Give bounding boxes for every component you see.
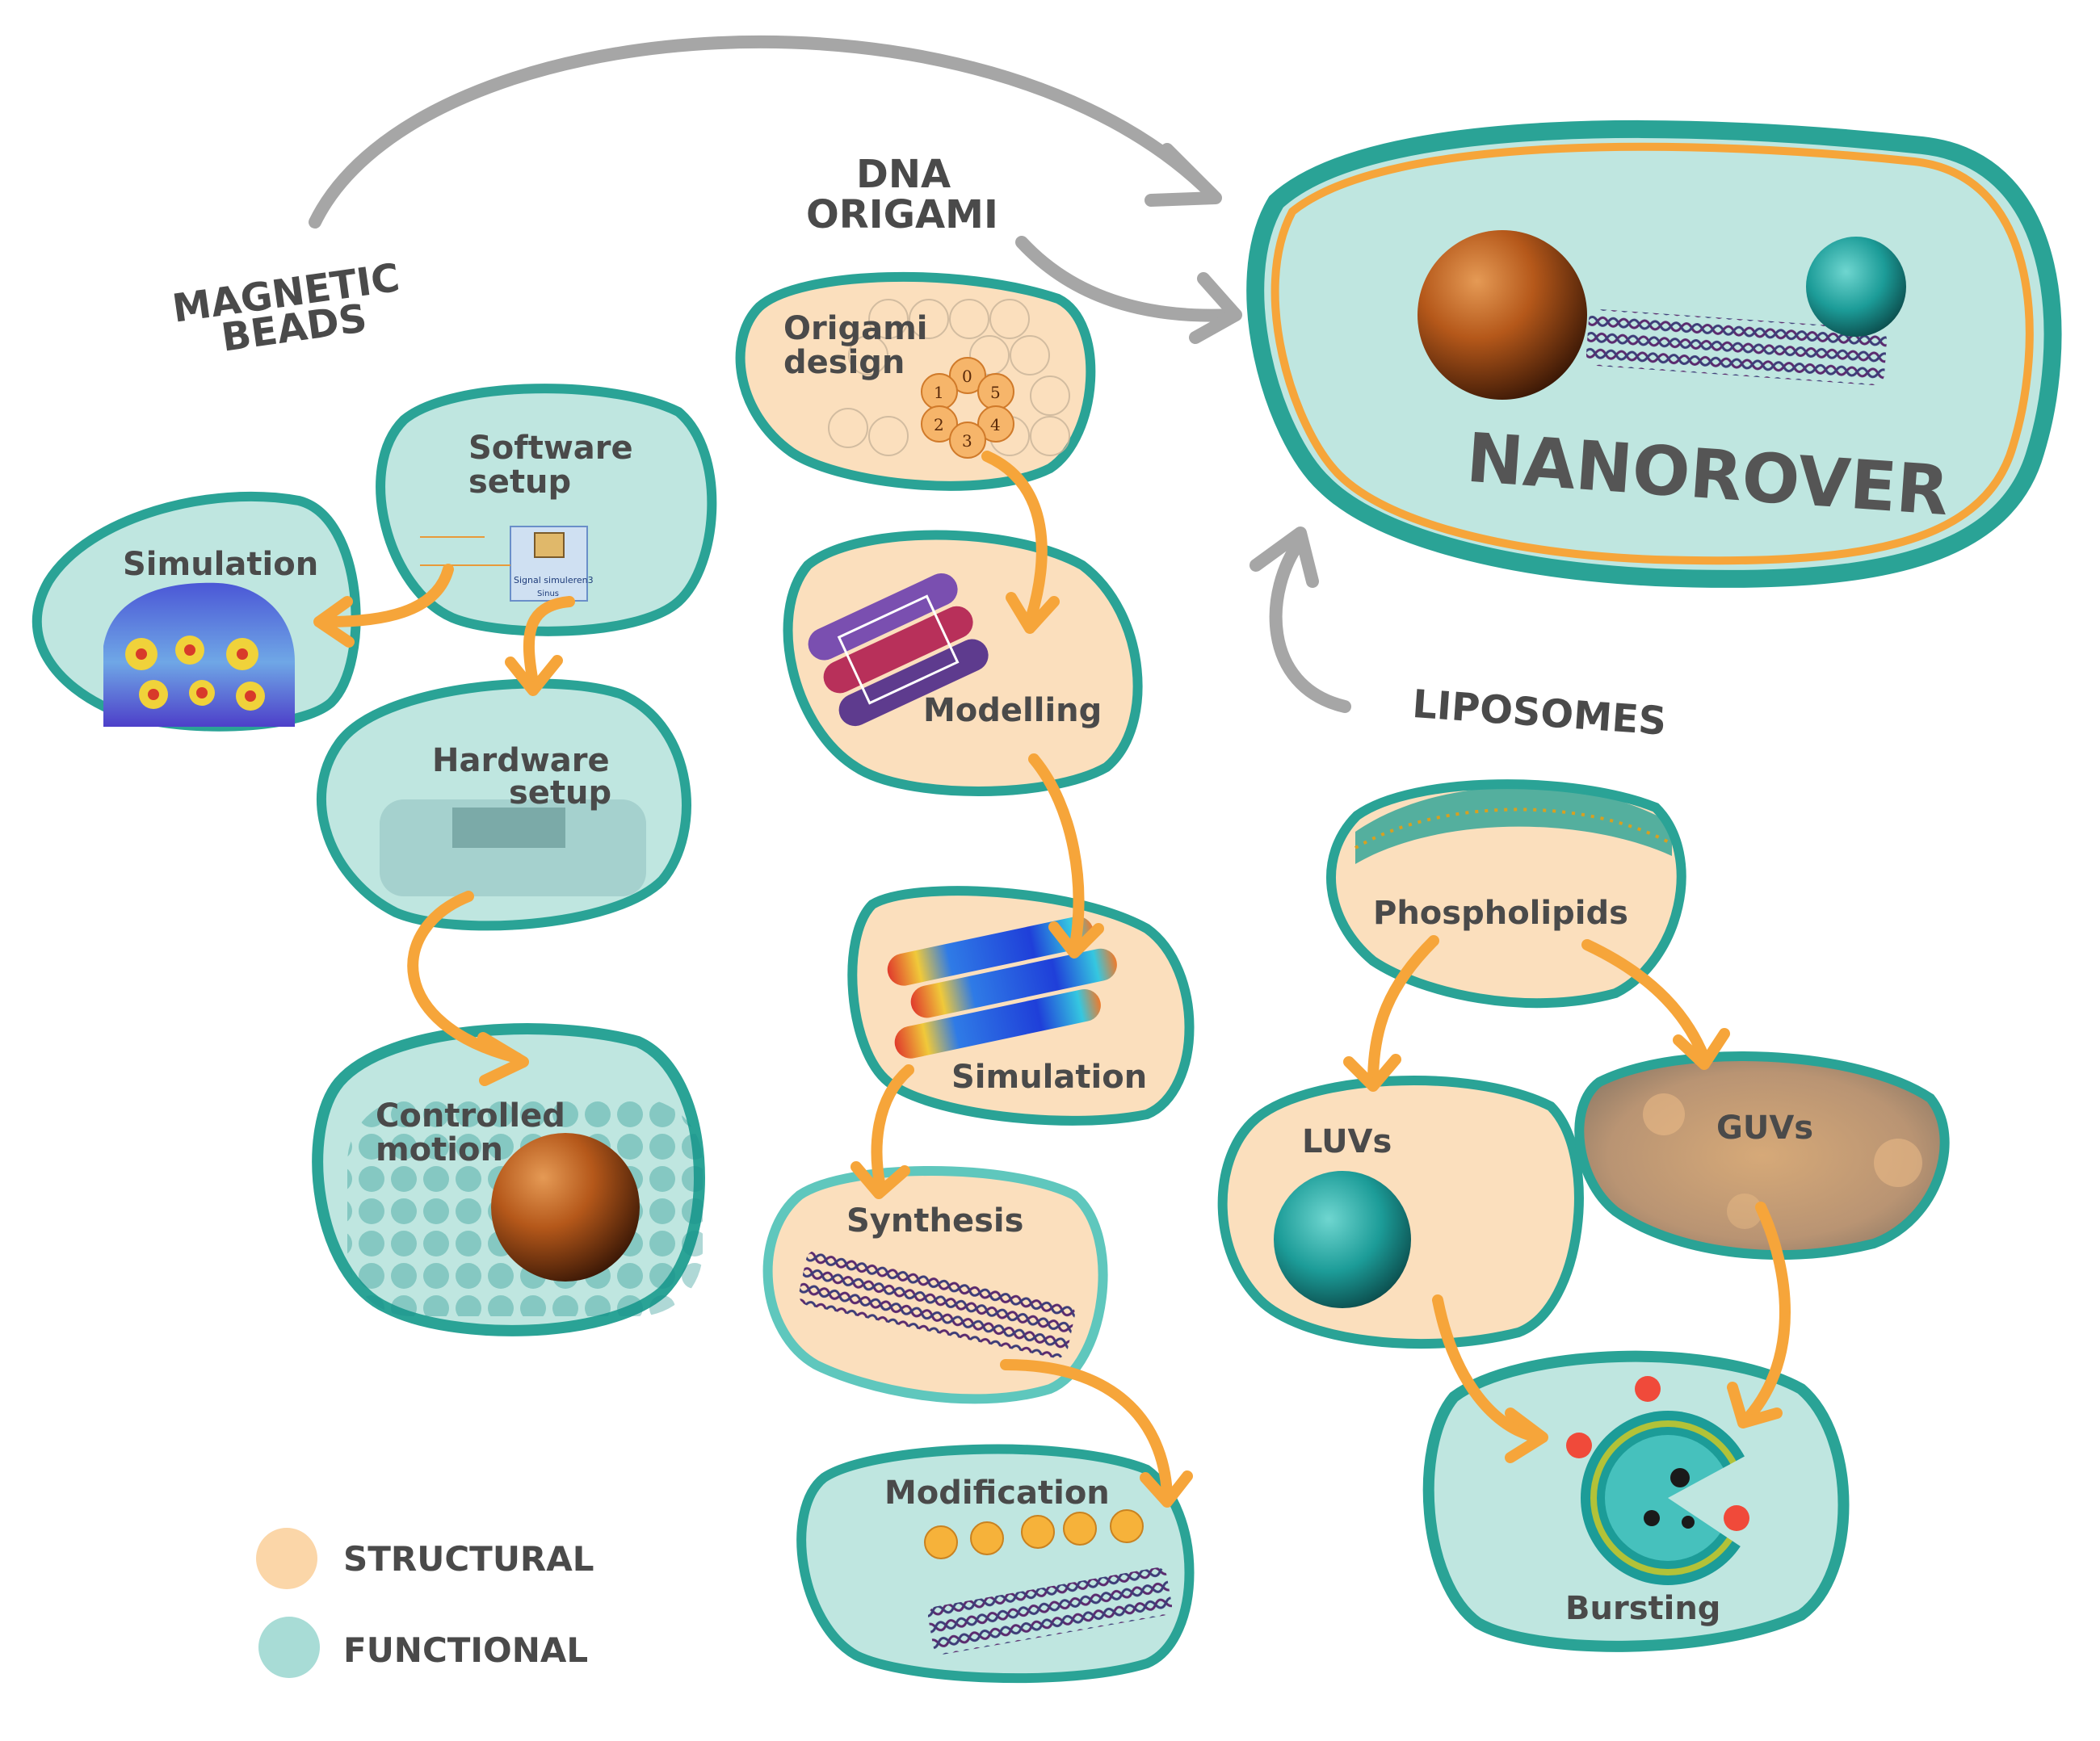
nanorover-teal-sphere — [1806, 237, 1906, 337]
phospholipids-label: Phospholipids — [1373, 895, 1628, 932]
simulation-rods — [887, 916, 1117, 1059]
simulation-magnetic-label: Simulation — [123, 546, 318, 583]
modification-particles — [924, 1509, 1144, 1559]
legend: STRUCTURAL FUNCTIONAL — [256, 1528, 594, 1678]
arrow-beads-to-nanorover — [309, 36, 1218, 229]
simulation-origami-node: Simulation — [847, 886, 1195, 1126]
software-setup-node: Software setup Signal simuleren3 Sinus — [376, 384, 717, 636]
bursting-liposome — [1581, 1411, 1765, 1585]
controlled-motion-bead — [491, 1133, 640, 1282]
hardware-label-line1: Hardware — [432, 742, 610, 779]
nanorover-dna-bundle — [1586, 309, 1888, 385]
arrow-liposomes-to-nanorover — [1269, 535, 1351, 713]
modelling-label: Modelling — [923, 692, 1102, 729]
hardware-label-line2: setup — [509, 774, 611, 812]
nanorover-inner-outline — [1270, 142, 2034, 565]
luvs-node: LUVs — [1217, 1075, 1584, 1349]
software-screen-label: Signal simuleren3 — [514, 575, 594, 585]
modification-node: Modification — [796, 1444, 1195, 1684]
liposome-orange-arrows — [1343, 935, 1791, 1463]
bursting-label: Bursting — [1565, 1590, 1720, 1627]
simulation-magnetic-node: Simulation — [32, 491, 361, 732]
origami-orange-arrows — [850, 451, 1193, 1508]
modelling-cylinder-bundle — [808, 573, 989, 727]
legend-functional-swatch — [258, 1617, 320, 1678]
legend-structural-label: STRUCTURAL — [343, 1539, 594, 1579]
origami-design-line2: design — [783, 344, 905, 381]
helix-number-2: 2 — [934, 415, 944, 434]
origami-helix-cross-section: 0 1 5 2 4 3 — [921, 357, 1014, 459]
bursting-proteins — [1566, 1376, 1749, 1531]
helix-number-5: 5 — [990, 383, 1001, 402]
simulation-origami-label: Simulation — [951, 1059, 1147, 1096]
synthesis-dna-bundle — [799, 1250, 1075, 1358]
modelling-node: Modelling — [783, 530, 1143, 796]
svg-text:DNA: DNA — [856, 152, 951, 197]
software-label-line2: setup — [468, 464, 571, 501]
helix-number-0: 0 — [962, 367, 972, 386]
magnetic-orange-arrows — [313, 564, 575, 1086]
guvs-node: GUVs — [1574, 1051, 1950, 1261]
nanorover-bead — [1418, 230, 1587, 400]
arrow-beads-head — [1144, 143, 1222, 207]
arrow-liposomes-head — [1250, 526, 1319, 588]
helix-number-4: 4 — [990, 415, 1001, 434]
software-screen-sub: Sinus — [537, 589, 559, 598]
controlled-motion-line2: motion — [376, 1131, 503, 1168]
origami-design-line1: Origami — [783, 310, 927, 347]
nanorover-node: NANOROVER — [1246, 120, 2062, 588]
gray-arrows — [309, 36, 1351, 713]
synthesis-label: Synthesis — [846, 1202, 1023, 1240]
helix-number-3: 3 — [962, 431, 972, 451]
group-label-dna-origami: DNA ORIGAMI — [806, 152, 998, 237]
controlled-motion-line1: Controlled — [376, 1097, 565, 1135]
group-label-magnetic-beads: MAGNETIC BEADS — [170, 255, 402, 361]
modification-label: Modification — [884, 1475, 1110, 1512]
helix-number-1: 1 — [934, 383, 944, 402]
luvs-label: LUVs — [1302, 1123, 1392, 1160]
arrow-origami-head — [1189, 272, 1242, 344]
bursting-node: Bursting — [1422, 1350, 1850, 1652]
luv-sphere — [1274, 1171, 1411, 1308]
modification-dna-bundle — [927, 1567, 1173, 1655]
arrow-origami-to-nanorover — [1015, 236, 1238, 322]
svg-text:ORIGAMI: ORIGAMI — [806, 192, 998, 237]
phospholipid-bilayer — [1355, 787, 1672, 864]
guvs-label: GUVs — [1716, 1110, 1813, 1147]
synthesis-node: Synthesis — [762, 1166, 1108, 1404]
origami-design-node: 0 1 5 2 4 3 Origami design — [735, 271, 1096, 491]
software-label-line1: Software — [468, 430, 633, 467]
legend-structural-swatch — [256, 1528, 317, 1589]
group-label-liposomes: LIPOSOMES — [1411, 682, 1668, 745]
controlled-motion-node: Controlled motion — [312, 1023, 705, 1336]
legend-functional-label: FUNCTIONAL — [343, 1630, 588, 1670]
hardware-setup-node: Hardware setup — [316, 678, 691, 931]
